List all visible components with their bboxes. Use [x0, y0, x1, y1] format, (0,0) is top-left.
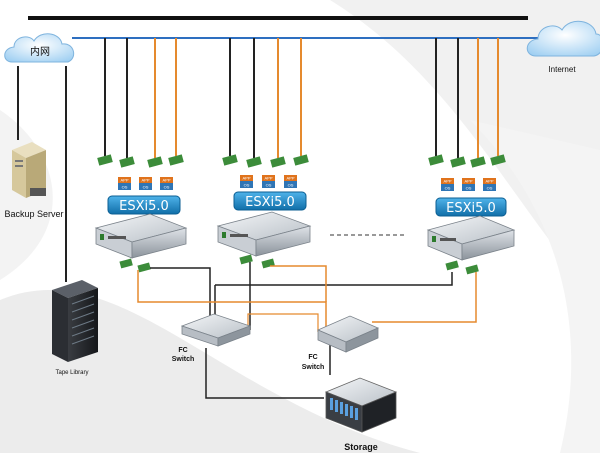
- vm-app-label: APP: [286, 176, 294, 181]
- backup-server-label: Backup Server: [4, 209, 63, 219]
- host-2-hbas: [239, 254, 275, 269]
- host-2: APP OS APP OS APP OS ESXi5.0: [216, 154, 312, 269]
- vm-os-label: OS: [143, 185, 149, 190]
- vm-os-label: OS: [244, 183, 250, 188]
- vm-app-label: APP: [242, 176, 250, 181]
- vm-os-label: OS: [487, 186, 493, 191]
- storage-array-icon: [324, 377, 398, 433]
- host-1-nics: [97, 154, 184, 168]
- host-1-server-icon: [94, 213, 188, 259]
- host-2-uplinks: [229, 38, 302, 158]
- vm-app-label: APP: [264, 176, 272, 181]
- host-3: APP OS APP OS APP OS ESXi5.0: [426, 154, 516, 275]
- host-1: APP OS APP OS APP OS ESXi5.0: [94, 154, 188, 273]
- vm-app-label: APP: [443, 179, 451, 184]
- host-3-vms: APP OS APP OS APP OS: [441, 178, 496, 191]
- host-2-server-icon: [216, 211, 312, 257]
- fc-switch-2-icon: [316, 315, 380, 353]
- lan-label: 内网: [30, 45, 50, 58]
- host-3-esxi-label: ESXi5.0: [446, 201, 496, 216]
- vm-os-label: OS: [288, 183, 294, 188]
- host-3-nics: [428, 154, 506, 168]
- vm-os-label: OS: [445, 186, 451, 191]
- fc-switch-1-label-line2: Switch: [172, 356, 195, 363]
- vm-os-label: OS: [164, 185, 170, 190]
- fc-switch-2-label-line1: FC: [308, 354, 317, 361]
- fc-switch-1-icon: [180, 313, 252, 347]
- vm-app-label: APP: [485, 179, 493, 184]
- internet-cloud-icon: [526, 20, 600, 57]
- host-1-esxi-label: ESXi5.0: [119, 199, 169, 214]
- vm-app-label: APP: [120, 178, 128, 183]
- fc-switch-1-label-line1: FC: [178, 347, 187, 354]
- fc-switch-2-label-line2: Switch: [302, 364, 325, 371]
- host-2-vms: APP OS APP OS APP OS: [240, 175, 297, 188]
- host-2-esxi-badge: [233, 191, 307, 211]
- san-cables: [137, 262, 477, 399]
- vm-app-label: APP: [464, 179, 472, 184]
- storage-label: Storage: [344, 442, 378, 452]
- host-1-esxi-badge: [107, 195, 181, 215]
- host-3-hbas: [445, 260, 479, 275]
- vm-app-label: APP: [162, 178, 170, 183]
- lan-cloud-icon: [4, 33, 75, 63]
- internet-label: Internet: [548, 65, 576, 74]
- host-3-uplinks: [435, 38, 499, 158]
- host-3-esxi-badge: [435, 197, 507, 217]
- host-3-server-icon: [426, 215, 516, 261]
- host-1-uplinks: [104, 38, 177, 158]
- vm-os-label: OS: [266, 183, 272, 188]
- host-1-vms: APP OS APP OS APP OS: [118, 177, 173, 190]
- vm-os-label: OS: [466, 186, 472, 191]
- backup-server-icon: [12, 142, 46, 198]
- host-2-esxi-label: ESXi5.0: [245, 195, 295, 210]
- host-1-hbas: [119, 258, 151, 273]
- tape-library-label: Tape Library: [55, 370, 88, 376]
- host-2-nics: [222, 154, 309, 168]
- vm-os-label: OS: [122, 185, 128, 190]
- vm-app-label: APP: [141, 178, 149, 183]
- tape-library-icon: [52, 280, 98, 362]
